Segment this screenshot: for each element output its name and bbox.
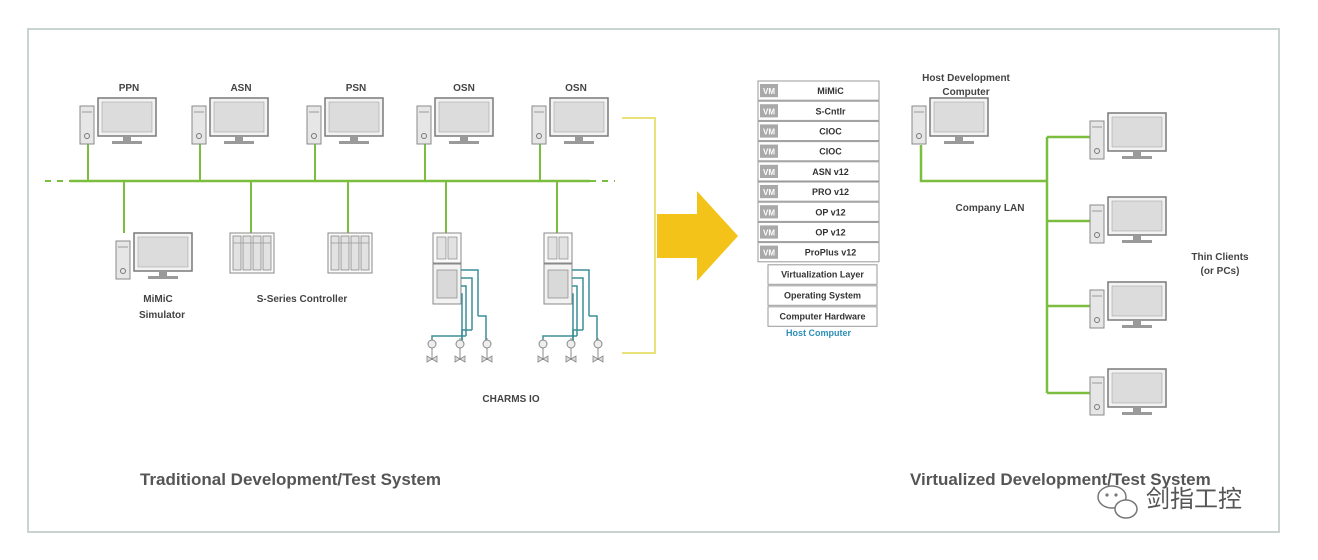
vm-name: ProPlus v12 (805, 248, 857, 258)
host-layer-label: Operating System (784, 291, 861, 301)
node-ppn: PPN (79, 83, 157, 145)
virtualized-title: Virtualized Development/Test System (910, 470, 1211, 489)
host-layer-label: Virtualization Layer (781, 270, 864, 280)
host-layer-label: Computer Hardware (779, 312, 865, 322)
vm-row: VM OP v12 (757, 221, 880, 243)
host-development-computer: Host Development Computer (911, 73, 1011, 145)
vm-row: VM ASN v12 (757, 161, 880, 182)
vm-tag: VM (763, 107, 775, 116)
mimic-label-line2: Simulator (139, 310, 185, 321)
node-asn: ASN (191, 83, 269, 145)
system-bracket (622, 117, 656, 354)
vm-name: OP v12 (815, 207, 845, 217)
host-layer: Operating System (767, 285, 878, 306)
s-series-controller-1 (229, 232, 275, 274)
vm-tag: VM (763, 229, 775, 238)
traditional-title: Traditional Development/Test System (140, 470, 441, 489)
chat-bubble-icon (1097, 485, 1138, 519)
node-label-ppn: PPN (119, 83, 140, 94)
vm-name: OP v12 (815, 228, 845, 238)
vm-row: VM ProPlus v12 (757, 242, 880, 263)
thin-clients-label-line1: Thin Clients (1191, 252, 1249, 263)
charms-io-stack-2 (537, 232, 604, 363)
vm-row: VM OP v12 (757, 201, 880, 222)
vm-row: VM MiMiC (757, 80, 880, 101)
mimic-simulator: MiMiC Simulator (115, 232, 193, 321)
thin-client-3 (1089, 281, 1167, 329)
vm-row: VM PRO v12 (757, 181, 880, 202)
charms-io-stack-1 (426, 232, 493, 363)
host-layer: Computer Hardware (767, 306, 878, 327)
vm-name: PRO v12 (812, 187, 849, 197)
host-dev-label-line2: Computer (942, 87, 989, 98)
node-label-psn: PSN (346, 83, 367, 94)
company-lan (919, 135, 1092, 395)
vm-tag: VM (763, 249, 775, 258)
node-osn-2: OSN (531, 83, 609, 145)
vm-name: S-Cntlr (816, 106, 846, 116)
charms-io-label: CHARMS IO (482, 394, 539, 405)
vm-row: VM CIOC (757, 141, 880, 162)
host-computer-caption: Host Computer (786, 328, 851, 338)
node-label-osn-2: OSN (565, 83, 587, 94)
mimic-label-line1: MiMiC (143, 294, 172, 305)
vm-tag: VM (763, 168, 775, 177)
node-osn-1: OSN (416, 83, 494, 145)
vm-row: VM S-Cntlr (757, 100, 880, 121)
watermark-text: 剑指工控 (1146, 485, 1242, 513)
vm-tag: VM (763, 148, 775, 157)
vm-name: ASN v12 (812, 167, 849, 177)
migration-arrow (657, 191, 738, 281)
vm-tag: VM (763, 128, 775, 137)
company-lan-label: Company LAN (956, 203, 1025, 214)
s-series-controller-2 (327, 232, 373, 274)
host-dev-label-line1: Host Development (922, 73, 1010, 84)
vm-tag: VM (763, 208, 775, 217)
control-network-bus (45, 140, 615, 233)
node-psn: PSN (306, 83, 384, 145)
thin-client-1 (1089, 112, 1167, 160)
vm-tag: VM (763, 188, 775, 197)
thin-client-4 (1089, 368, 1167, 416)
thin-clients-label-line2: (or PCs) (1201, 266, 1240, 277)
host-layer: Virtualization Layer (767, 264, 878, 285)
vm-name: CIOC (819, 127, 842, 137)
node-label-asn: ASN (230, 83, 251, 94)
s-series-label: S-Series Controller (257, 294, 348, 305)
vm-row: VM CIOC (757, 120, 880, 142)
vm-name: CIOC (819, 147, 842, 157)
thin-client-2 (1089, 196, 1167, 244)
watermark: 剑指工控 (1097, 485, 1242, 519)
vm-tag: VM (763, 87, 775, 96)
node-label-osn-1: OSN (453, 83, 475, 94)
vm-name: MiMiC (817, 86, 844, 96)
